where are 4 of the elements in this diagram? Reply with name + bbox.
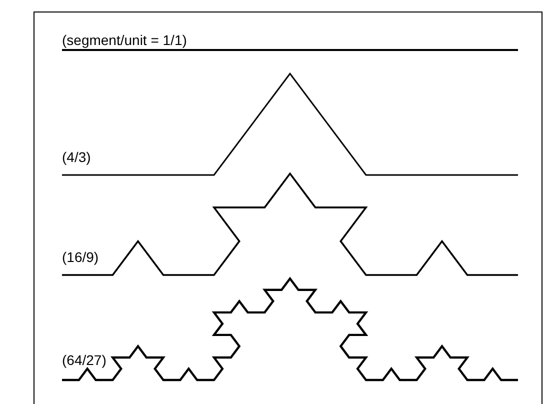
- ratio-label: (4/3): [62, 149, 91, 165]
- ratio-label: (64/27): [62, 352, 106, 368]
- ratio-label: (segment/unit = 1/1): [62, 32, 187, 48]
- ratio-label: (16/9): [62, 249, 99, 265]
